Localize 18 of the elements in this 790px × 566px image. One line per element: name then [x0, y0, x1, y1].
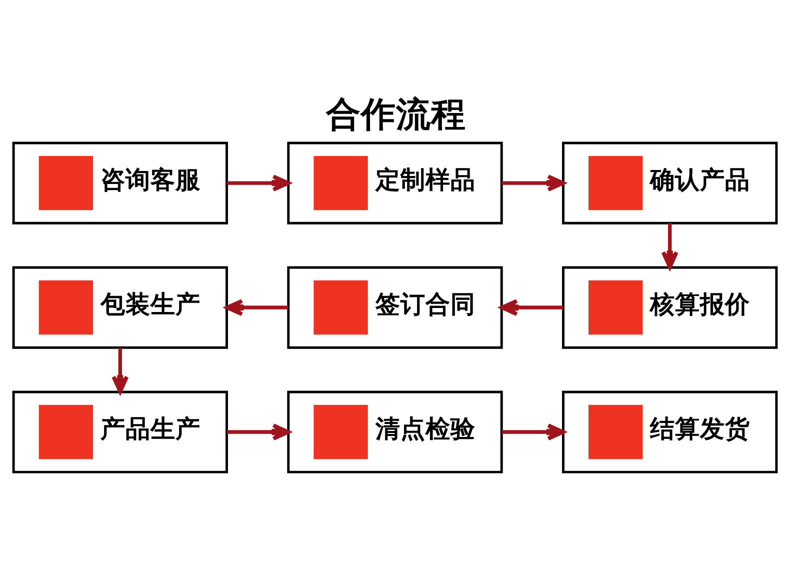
node-box: 确认产品 [562, 141, 778, 224]
arrow [225, 298, 288, 316]
node-box: 定制样品 [287, 141, 503, 224]
node-box: 产品生产 [12, 390, 228, 473]
arrow [226, 423, 290, 440]
node-box: 包装生产 [12, 266, 228, 348]
arrow [661, 222, 678, 269]
arrow [500, 298, 564, 316]
diagram-title: 合作流程 [326, 94, 466, 135]
arrow [502, 174, 566, 192]
node-box: 清点检验 [287, 390, 503, 473]
arrow [502, 423, 566, 440]
node-box: 签订合同 [287, 266, 503, 348]
node-box: 咨询客服 [12, 141, 228, 224]
node-box: 核算报价 [562, 266, 778, 348]
arrow [112, 347, 129, 394]
arrow [226, 174, 290, 192]
node-box: 结算发货 [562, 390, 778, 473]
